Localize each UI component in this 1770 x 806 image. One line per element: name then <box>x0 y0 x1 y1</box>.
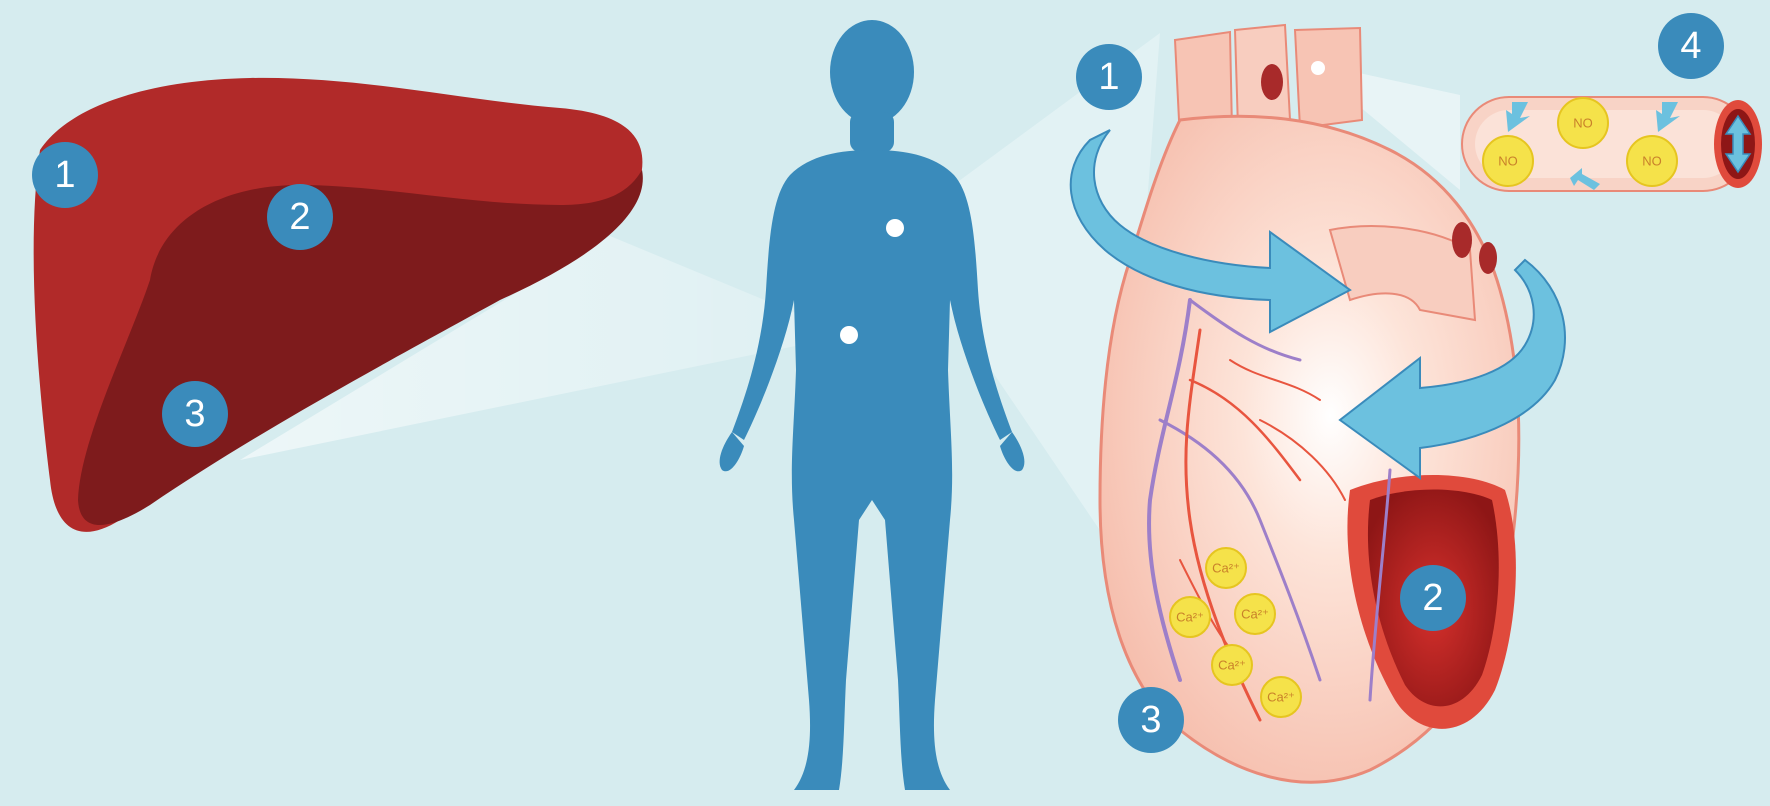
liver-marker-2: 2 <box>267 184 333 250</box>
human-body-icon <box>720 20 1025 790</box>
svg-text:NO: NO <box>1573 116 1593 131</box>
svg-text:NO: NO <box>1498 154 1518 169</box>
heart-location-dot <box>886 219 904 237</box>
no-molecule: NO <box>1558 98 1608 148</box>
calcium-molecule: Ca²⁺ <box>1212 645 1252 685</box>
heart-marker-label: 2 <box>1422 577 1443 619</box>
liver-marker-label: 1 <box>54 154 75 196</box>
liver-marker-label: 3 <box>184 393 205 435</box>
svg-text:Ca²⁺: Ca²⁺ <box>1176 610 1204 625</box>
heart-marker-3: 3 <box>1118 687 1184 753</box>
vessel-marker-4: 4 <box>1658 13 1724 79</box>
calcium-molecule: Ca²⁺ <box>1170 597 1210 637</box>
heart-marker-label: 1 <box>1098 56 1119 98</box>
liver-marker-1: 1 <box>32 142 98 208</box>
no-molecule: NO <box>1627 136 1677 186</box>
svg-text:Ca²⁺: Ca²⁺ <box>1218 658 1246 673</box>
calcium-molecule: Ca²⁺ <box>1235 594 1275 634</box>
svg-text:Ca²⁺: Ca²⁺ <box>1212 561 1240 576</box>
liver-marker-label: 2 <box>289 196 310 238</box>
vessel-marker-label: 4 <box>1680 25 1701 67</box>
liver-marker-3: 3 <box>162 381 228 447</box>
heart-marker-2: 2 <box>1400 565 1466 631</box>
calcium-molecule: Ca²⁺ <box>1206 548 1246 588</box>
svg-text:Ca²⁺: Ca²⁺ <box>1241 607 1269 622</box>
heart-marker-label: 3 <box>1140 699 1161 741</box>
no-molecule: NO <box>1483 136 1533 186</box>
heart-marker-1: 1 <box>1076 44 1142 110</box>
svg-text:NO: NO <box>1642 154 1662 169</box>
svg-text:Ca²⁺: Ca²⁺ <box>1267 690 1295 705</box>
liver-location-dot <box>840 326 858 344</box>
calcium-molecule: Ca²⁺ <box>1261 677 1301 717</box>
